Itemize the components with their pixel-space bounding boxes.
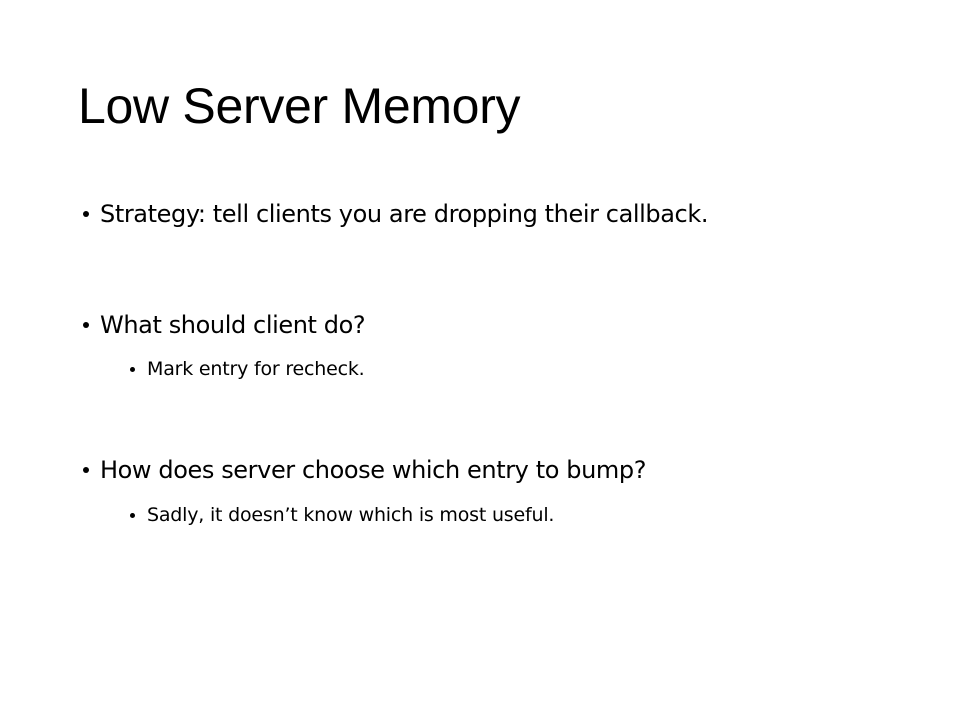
sub-bullet-dot-icon bbox=[130, 513, 135, 518]
sub-bullet-text: Sadly, it doesn’t know which is most use… bbox=[147, 504, 555, 526]
bullet-text: How does server choose which entry to bu… bbox=[100, 456, 647, 484]
bullet-item-strategy: Strategy: tell clients you are dropping … bbox=[83, 198, 709, 230]
bullet-text: What should client do? bbox=[100, 311, 366, 339]
slide-title: Low Server Memory bbox=[78, 78, 521, 134]
sub-bullet-item-recheck: Mark entry for recheck. bbox=[130, 356, 365, 382]
bullet-dot-icon bbox=[83, 322, 89, 328]
bullet-item-client: What should client do? bbox=[83, 309, 366, 341]
bullet-text: Strategy: tell clients you are dropping … bbox=[100, 200, 709, 228]
bullet-dot-icon bbox=[83, 467, 89, 473]
sub-bullet-dot-icon bbox=[130, 367, 135, 372]
bullet-item-server: How does server choose which entry to bu… bbox=[83, 454, 647, 486]
sub-bullet-item-useful: Sadly, it doesn’t know which is most use… bbox=[130, 502, 555, 528]
bullet-dot-icon bbox=[83, 211, 89, 217]
sub-bullet-text: Mark entry for recheck. bbox=[147, 358, 365, 380]
